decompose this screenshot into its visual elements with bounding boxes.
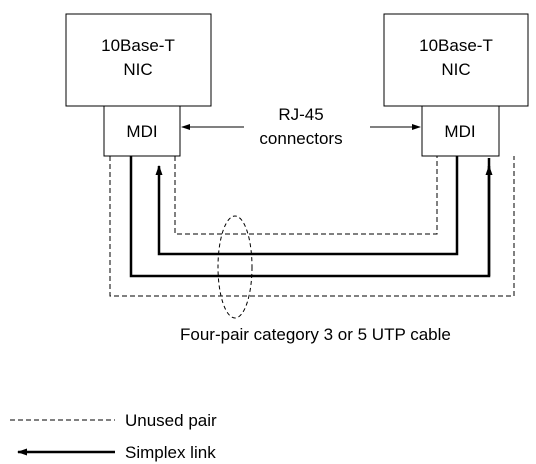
simplex-link-outer-body [129, 156, 493, 278]
mdi-right-label: MDI [444, 122, 475, 141]
nic-left-title: 10Base-T [101, 36, 175, 55]
unused-pair-inner [174, 156, 438, 235]
legend-unused-label: Unused pair [125, 411, 217, 430]
simplex-link-inner [155, 156, 459, 256]
connectors-label-line1: RJ-45 [278, 105, 323, 124]
nic-right: 10Base-T NIC MDI [383, 13, 529, 157]
nic-left: 10Base-T NIC MDI [65, 13, 212, 157]
mdi-left-label: MDI [126, 122, 157, 141]
nic-left-box [65, 13, 212, 107]
legend: Unused pair Simplex link [10, 411, 217, 462]
nic-right-box [383, 13, 529, 107]
nic-right-title: 10Base-T [419, 36, 493, 55]
nic-right-subtitle: NIC [441, 60, 470, 79]
legend-simplex-label: Simplex link [125, 443, 216, 462]
cable-bundle-ellipse [217, 215, 253, 319]
connectors-label-line2: connectors [259, 129, 342, 148]
cable-label: Four-pair category 3 or 5 UTP cable [180, 325, 451, 344]
mdi-left-box [103, 105, 181, 157]
nic-left-subtitle: NIC [123, 60, 152, 79]
mdi-right-box [421, 105, 500, 157]
